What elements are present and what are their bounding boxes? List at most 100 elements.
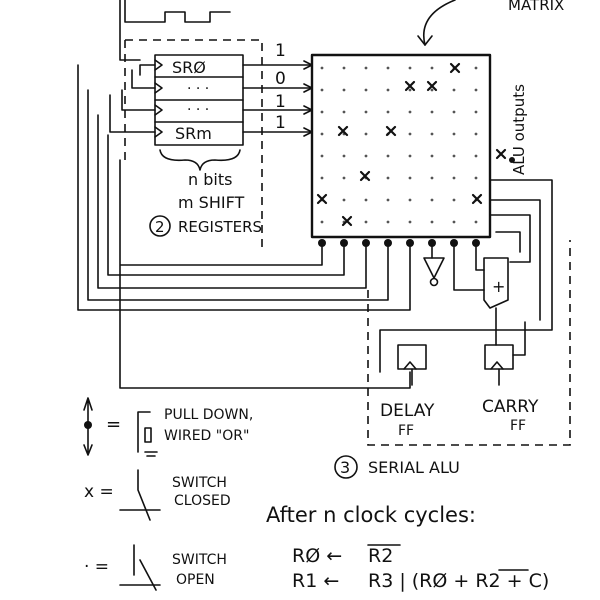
eq2-lhs: R1 ← [292,570,339,592]
legend-open-1: SWITCH [172,552,227,568]
sr-output-wires [242,64,313,133]
n-bits-label: n bits [188,170,232,189]
matrix-open-switch-dot [408,88,412,92]
matrix-open-switch-dot [342,198,346,202]
inverter-gate [423,257,445,279]
matrix-open-switch-dot [430,154,434,158]
after-n-cycles: After n clock cycles: [266,503,476,527]
bit-value-1c: 1 [275,113,286,133]
clock-waveform [124,0,231,23]
matrix-open-switch-dot [320,154,324,158]
matrix-open-switch-dot [452,154,456,158]
carry-flip-flop [484,321,526,386]
circled-2-number: 2 [155,218,165,236]
matrix-open-switch-dot [452,110,456,114]
alu-output-dot [509,157,515,163]
delay-ff-sub: FF [398,423,414,439]
legend-pulldown-1: PULL DOWN, [164,407,253,423]
legend-dot: · = [84,557,109,577]
shift-register-dashed-box [124,39,263,250]
delay-flip-flop [397,344,427,386]
matrix-open-switch-dot [386,220,390,224]
matrix-open-switch-dot [474,88,478,92]
matrix-open-switch-dot [430,66,434,70]
matrix-open-switch-dot [320,88,324,92]
eq2-rhs: R3 | (RØ + R2 + C) [368,570,549,592]
matrix-open-switch-dot [430,110,434,114]
matrix-open-switch-dot [342,110,346,114]
legend-closed-1: SWITCH [172,475,227,491]
matrix-open-switch-dot [386,154,390,158]
matrix-open-switch-dot [408,220,412,224]
matrix-open-switch-dot [320,176,324,180]
sr-dots-2: · · · [187,102,209,118]
matrix-dot-grid [320,66,478,224]
inverter-bubble [429,277,439,287]
matrix-open-switch-dot [320,66,324,70]
sr-input-wires [109,64,156,133]
matrix-open-switch-dot [386,88,390,92]
sr-dots-1: · · · [187,81,209,97]
circled-2 [149,215,171,237]
matrix-open-switch-dot [408,198,412,202]
legend-eq-1: = [106,414,121,435]
legend-closed-2: CLOSED [174,493,231,509]
matrix-open-switch-dot [364,110,368,114]
matrix-open-switch-dot [342,154,346,158]
srm-label: SRm [175,124,212,143]
matrix-open-switch-dot [342,66,346,70]
matrix-open-switch-dot [408,154,412,158]
eq1-rhs: R2 [368,545,393,567]
matrix-open-switch-dot [474,66,478,70]
matrix-open-switch-dot [320,110,324,114]
closed-switch-marks [316,62,507,227]
matrix-open-switch-dot [408,66,412,70]
shift-register-stack: SRØ · · · · · · SRm [154,54,244,146]
legend-pulldown-2: WIRED "OR" [164,428,249,444]
matrix-open-switch-dot [474,220,478,224]
matrix-open-switch-dot [430,176,434,180]
legend-closed-switch [119,469,161,521]
matrix-open-switch-dot [386,198,390,202]
matrix-pointer-arrow [423,0,456,46]
matrix-open-switch-dot [452,176,456,180]
matrix-open-switch-dot [386,66,390,70]
carry-ff-label: CARRY [482,397,539,417]
matrix-open-switch-dot [386,176,390,180]
matrix-open-switch-dot [452,198,456,202]
serial-alu-dashed-box [367,240,571,446]
bit-value-0: 0 [275,69,286,89]
adder-block [483,257,509,309]
switch-matrix-box [310,53,492,239]
matrix-open-switch-dot [408,110,412,114]
matrix-open-switch-dot [430,88,434,92]
legend-open-2: OPEN [176,572,215,588]
alu-outputs-label: ALU outputs [510,84,528,175]
bit-value-1b: 1 [275,92,286,112]
matrix-open-switch-dot [430,220,434,224]
matrix-open-switch-dot [320,132,324,136]
matrix-open-switch-dot [320,220,324,224]
matrix-open-switch-dot [452,220,456,224]
clock-line [119,0,141,61]
n-bits-brace [159,149,241,171]
right-side-wires [379,179,553,373]
matrix-open-switch-dot [364,88,368,92]
matrix-open-switch-dot [342,176,346,180]
matrix-open-switch-dot [430,198,434,202]
matrix-label: MATRIX [508,0,564,14]
eq1-lhs: RØ ← [292,545,342,567]
m-shift-label: m SHIFT [178,193,245,212]
feedback-wires [77,64,411,389]
matrix-open-switch-dot [452,132,456,136]
serial-alu-label: SERIAL ALU [368,458,460,477]
matrix-open-switch-dot [474,110,478,114]
legend-x: x = [84,482,114,502]
circled-3-number: 3 [340,458,350,477]
matrix-open-switch-dot [474,132,478,136]
matrix-pointer-arrowhead [417,35,433,46]
matrix-open-switch-dot [408,176,412,180]
matrix-open-switch-dot [430,132,434,136]
